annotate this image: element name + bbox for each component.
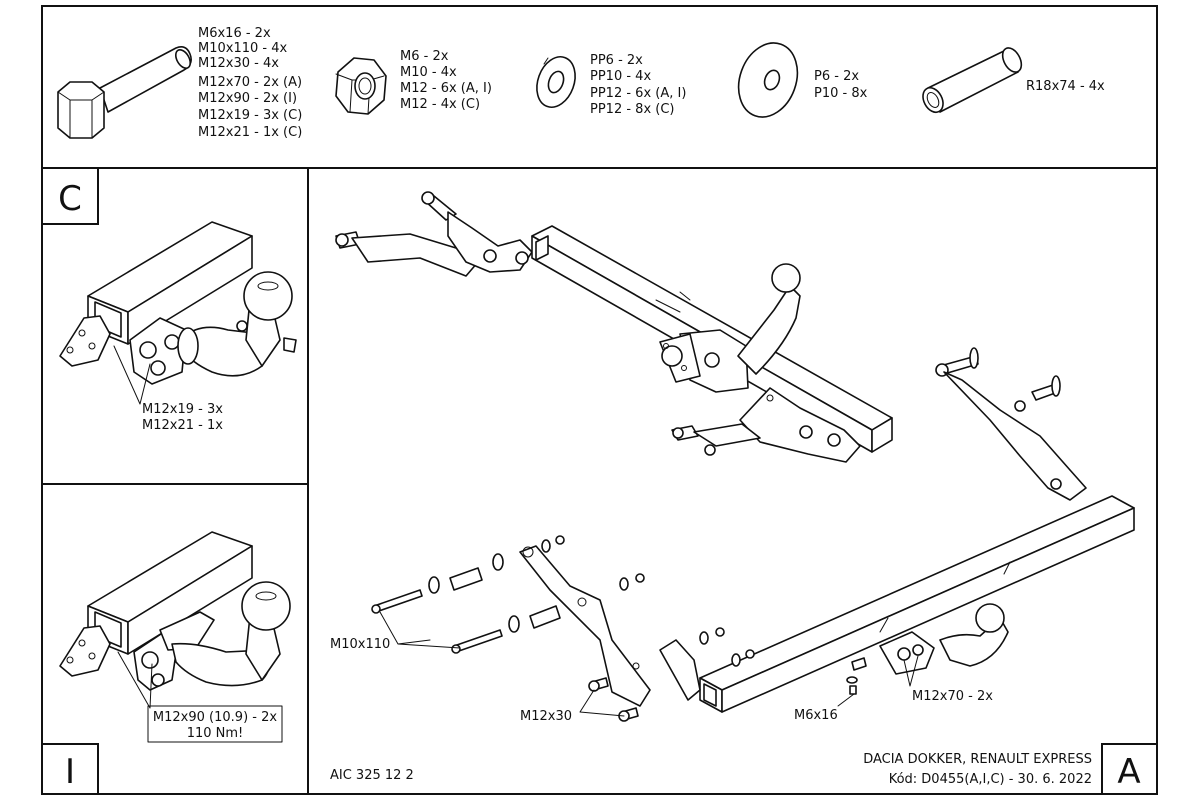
spring-washer-icon — [536, 56, 576, 108]
callout-text: M12x19 - 3x — [142, 402, 223, 417]
bolt-item: M12x70 - 2x (A) — [198, 75, 302, 90]
product-code: Kód: D0455(A,I,C) - 30. 6. 2022 — [889, 772, 1092, 787]
label-m6x16: M6x16 — [794, 708, 838, 723]
label-m10x110: M10x110 — [330, 637, 390, 652]
variant-i-box: I — [41, 743, 99, 795]
variant-c-drawing — [59, 221, 297, 385]
label-m12x70: M12x70 - 2x — [912, 689, 993, 704]
spring-washer-item: PP10 - 4x — [590, 69, 651, 84]
callout-text: M12x90 (10.9) - 2x — [153, 710, 277, 725]
nut-list: M6 - 2x M10 - 4x M12 - 6x (A, I) M12 - 4… — [400, 49, 492, 112]
bolt-item: M12x19 - 3x (C) — [198, 108, 302, 123]
flat-washer-list: P6 - 2x P10 - 8x — [814, 69, 868, 101]
callout-text: M12x21 - 1x — [142, 418, 223, 433]
drawing-number: AIC 325 12 2 — [330, 768, 414, 783]
spring-washer-item: PP12 - 8x (C) — [590, 102, 675, 117]
nut-item: M6 - 2x — [400, 49, 449, 64]
variant-i-callout: M12x90 (10.9) - 2x 110 Nm! — [117, 651, 283, 743]
bolt-list: M6x16 - 2x M10x110 - 4x M12x30 - 4x M12x… — [198, 26, 302, 140]
variant-a-box: A — [1101, 743, 1158, 795]
variant-a-letter: A — [1117, 752, 1140, 792]
bolt-item: M12x30 - 4x — [198, 56, 279, 71]
nut-item: M10 - 4x — [400, 65, 457, 80]
flat-washer-icon — [737, 42, 799, 118]
callout-text: 110 Nm! — [187, 726, 244, 741]
hex-bolt-icon — [57, 46, 192, 139]
variant-c-letter: C — [58, 179, 82, 219]
spring-washer-item: PP6 - 2x — [590, 53, 643, 68]
variant-c-callout: M12x19 - 3x M12x21 - 1x — [113, 345, 223, 433]
product-title: DACIA DOKKER, RENAULT EXPRESS — [863, 752, 1092, 767]
upper-assembly — [335, 191, 893, 463]
variant-i-drawing — [59, 531, 291, 691]
spring-washer-list: PP6 - 2x PP10 - 4x PP12 - 6x (A, I) PP12… — [590, 53, 686, 117]
lower-assembly — [371, 347, 1135, 722]
flat-washer-item: P6 - 2x — [814, 69, 859, 84]
flat-washer-item: P10 - 8x — [814, 86, 868, 101]
variant-c-box: C — [41, 167, 99, 225]
label-m12x30: M12x30 — [520, 709, 572, 724]
spacer-tube-icon — [922, 47, 1023, 114]
bolt-item: M10x110 - 4x — [198, 41, 287, 56]
bolt-item: M12x90 - 2x (I) — [198, 91, 297, 106]
spring-washer-item: PP12 - 6x (A, I) — [590, 86, 686, 101]
bolt-item: M12x21 - 1x (C) — [198, 125, 302, 140]
nut-item: M12 - 6x (A, I) — [400, 81, 492, 96]
spacer-item: R18x74 - 4x — [1026, 79, 1105, 94]
torque-note-box — [147, 705, 283, 743]
nut-item: M12 - 4x (C) — [400, 97, 480, 112]
sheet-border — [41, 5, 1158, 795]
bolt-item: M6x16 - 2x — [198, 26, 271, 41]
leader-lines — [379, 611, 919, 717]
hex-nut-icon — [335, 57, 387, 115]
variant-i-letter: I — [65, 752, 75, 792]
